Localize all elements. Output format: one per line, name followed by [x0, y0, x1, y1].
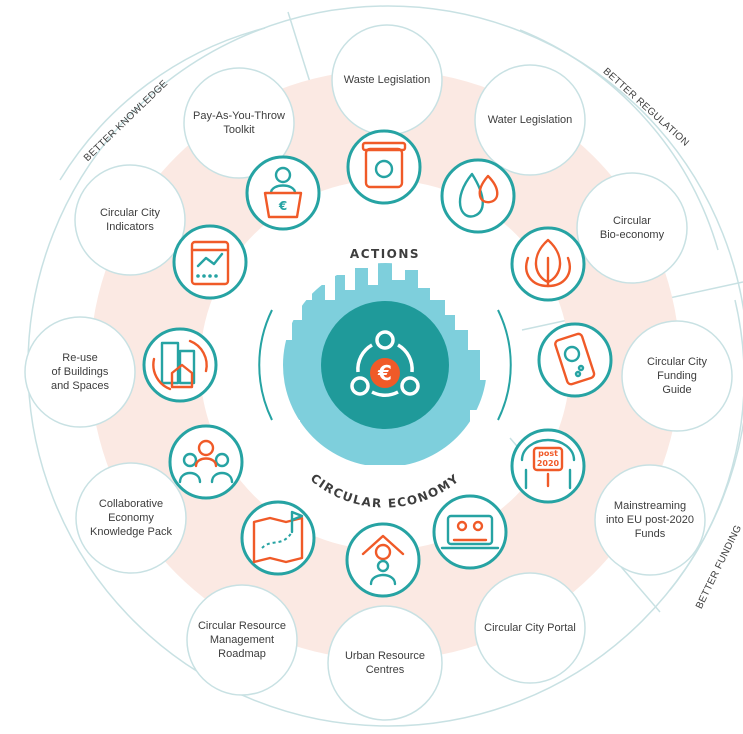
pay-as-you-throw-label: Pay-As-You-Throw Toolkit	[193, 110, 285, 136]
circular-city-indicators-circle	[74, 164, 186, 276]
circular-resource-roadmap-label: Circular Resource Management Roadmap	[197, 620, 287, 660]
urban-resource-centres-label: Urban Resource Centres	[344, 650, 426, 676]
pay-as-you-throw-circle	[183, 67, 295, 179]
svg-text:€: €	[278, 199, 287, 213]
laptop-meeting-icon	[432, 494, 508, 570]
center-right-arc	[497, 309, 512, 421]
circular-bio-economy-label: Circular Bio-economy	[599, 215, 665, 241]
euro-coin	[370, 358, 400, 388]
recycling-bin-icon	[346, 129, 422, 205]
post2020-icon-text: post	[538, 449, 558, 458]
mainstreaming-eu-post-2020-circle	[594, 464, 706, 576]
circular-bio-economy-circle	[576, 172, 688, 284]
podium-speaker-icon: €	[245, 155, 321, 231]
phone-coin-icon	[537, 322, 613, 398]
urban-resource-centres-circle	[327, 605, 443, 721]
circular-city-funding-guide-circle	[621, 320, 733, 432]
buildings-house-icon	[142, 327, 218, 403]
water-drops-icon	[440, 158, 516, 234]
reuse-buildings-spaces-label: Re-use of Buildings and Spaces	[50, 352, 110, 392]
water-legislation-circle	[474, 64, 586, 176]
circular-city-portal-label: Circular City Portal	[484, 622, 576, 634]
circular-network-icon	[350, 330, 420, 397]
circular-city-funding-guide-label: Circular City Funding Guide	[647, 356, 707, 396]
waste-legislation-label: Waste Legislation	[343, 74, 431, 86]
collaborative-economy-pack-label: Collaborative Economy Knowledge Pack	[90, 498, 172, 538]
water-legislation-label: Water Legislation	[487, 114, 573, 126]
center-left-arc	[258, 309, 273, 421]
knowledge-arc	[59, 27, 266, 181]
circular-city-indicators-label: Circular City Indicators	[100, 207, 160, 233]
regulation-arc	[519, 29, 719, 251]
post2020-icon-text: 2020	[537, 459, 560, 468]
reuse-buildings-spaces-circle	[24, 316, 136, 428]
map-flag-icon	[240, 500, 316, 576]
euro-symbol: €	[377, 361, 392, 385]
people-group-icon	[168, 424, 244, 500]
calendar-chart-icon	[172, 224, 248, 300]
leaf-icon	[510, 226, 586, 302]
mainstreaming-eu-post-2020-label: Mainstreaming into EU post-2020 Funds	[605, 500, 695, 540]
funding-arc	[669, 299, 743, 591]
circular-city-portal-circle	[474, 572, 586, 684]
actions-title: ACTIONS	[349, 247, 421, 261]
collaborative-economy-pack-circle	[75, 462, 187, 574]
person-house-icon	[345, 522, 421, 598]
circular-resource-roadmap-circle	[186, 584, 298, 696]
